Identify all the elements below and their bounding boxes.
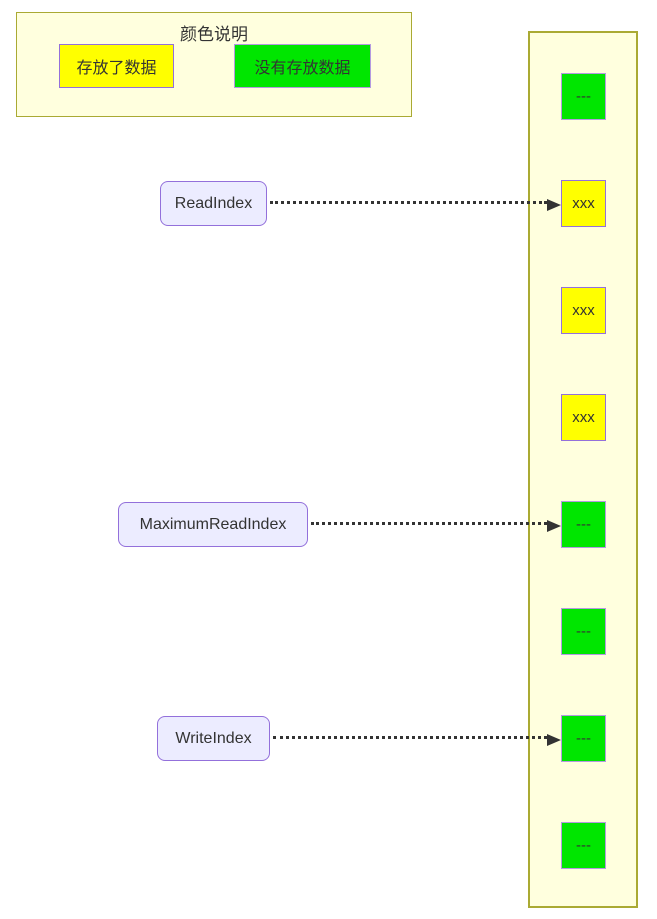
color-legend: 颜色说明 存放了数据 没有存放数据 xyxy=(16,12,412,117)
buffer-cell-1: xxx xyxy=(561,180,606,227)
legend-item-empty: 没有存放数据 xyxy=(234,44,371,88)
arrow-head-icon xyxy=(547,734,561,746)
maximumreadindex-arrow xyxy=(311,520,561,532)
legend-item-filled: 存放了数据 xyxy=(59,44,174,88)
buffer-column xyxy=(528,31,638,908)
arrow-head-icon xyxy=(547,520,561,532)
writeindex-node: WriteIndex xyxy=(157,716,270,761)
buffer-cell-2: xxx xyxy=(561,287,606,334)
readindex-node: ReadIndex xyxy=(160,181,267,226)
buffer-cell-7: --- xyxy=(561,822,606,869)
buffer-cell-0: --- xyxy=(561,73,606,120)
writeindex-arrow xyxy=(273,734,561,746)
maximumreadindex-node: MaximumReadIndex xyxy=(118,502,308,547)
readindex-arrow xyxy=(270,199,561,211)
buffer-cell-3: xxx xyxy=(561,394,606,441)
buffer-cell-6: --- xyxy=(561,715,606,762)
buffer-cell-5: --- xyxy=(561,608,606,655)
legend-title: 颜色说明 xyxy=(180,25,248,44)
arrow-head-icon xyxy=(547,199,561,211)
buffer-cell-4: --- xyxy=(561,501,606,548)
